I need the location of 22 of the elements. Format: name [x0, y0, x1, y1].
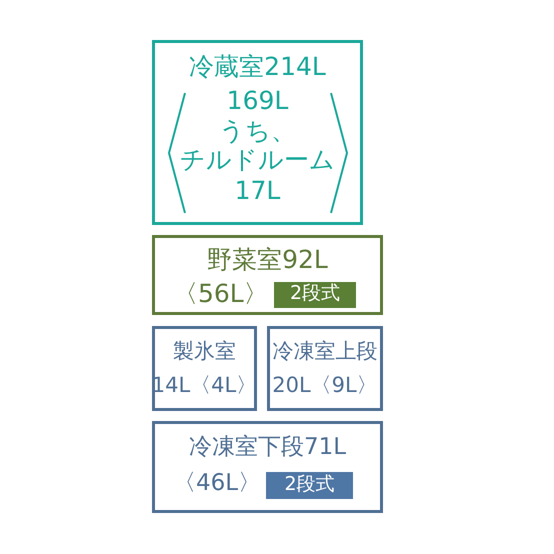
compartment-box — [152, 235, 383, 315]
capacity-label: チルドルーム — [180, 146, 335, 175]
compartment-box — [152, 40, 363, 225]
compartment-label: 冷凍室上段 — [272, 339, 378, 364]
capacity-label: 17L — [234, 177, 280, 206]
badge — [266, 472, 353, 499]
compartment-box — [152, 421, 383, 513]
capacity-label: 〈46L〉 — [173, 470, 262, 496]
compartment-label: 冷凍室下段71L — [188, 434, 346, 460]
compartment-box — [152, 326, 257, 411]
capacity-label: うち、 — [219, 117, 296, 146]
capacity-label: 20L〈9L〉 — [272, 373, 378, 398]
badge — [274, 282, 356, 308]
compartment-label: 製氷室 — [173, 339, 236, 364]
badge-label: 2段式 — [284, 474, 335, 496]
capacity-label: 〈56L〉 — [173, 280, 269, 309]
capacity-label: 14L〈4L〉 — [152, 373, 258, 398]
badge-label: 2段式 — [290, 283, 340, 305]
capacity-label: 169L — [226, 87, 288, 116]
compartment-label: 冷蔵室214L — [189, 53, 326, 82]
compartment-label: 野菜室92L — [207, 246, 328, 275]
compartment-box — [267, 326, 383, 411]
